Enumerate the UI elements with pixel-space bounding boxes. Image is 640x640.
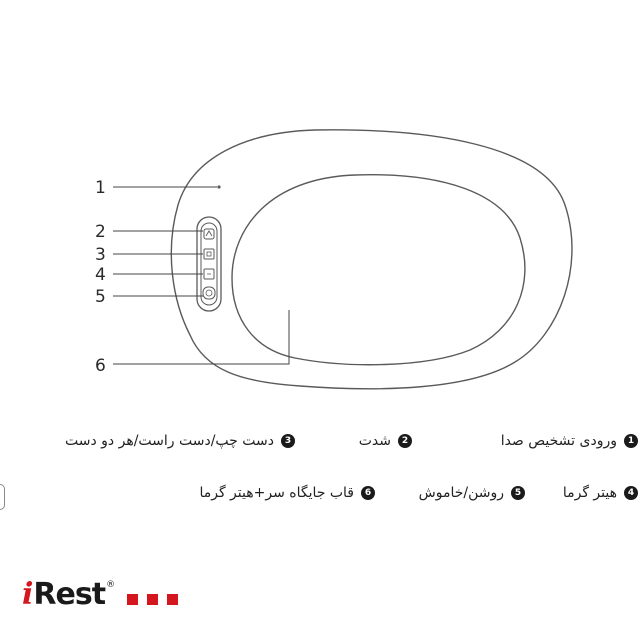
legend-item-hand-mode: 3 دست چپ/دست راست/هر دو دست [65, 433, 295, 449]
legend-item-head-frame: 6 قاب جایگاه سر+هیتر گرما [199, 485, 375, 501]
hand-mode-button[interactable] [203, 248, 215, 260]
legend-badge: 4 [624, 486, 638, 500]
legend-item-power: 5 روشن/خاموش [419, 485, 525, 501]
legend-label: قاب جایگاه سر+هیتر گرما [199, 485, 354, 501]
intensity-button[interactable] [203, 228, 215, 240]
voice-input-mic-icon [217, 185, 221, 189]
pillow-outer-shell [170, 129, 573, 390]
leader-lines [113, 186, 290, 365]
legend-label: دست چپ/دست راست/هر دو دست [64, 433, 274, 449]
callout-5: 5 [95, 287, 106, 307]
control-panel-inner [200, 222, 218, 306]
legend-item-heater: 4 هیتر گرما [563, 485, 638, 501]
logo-square-2 [147, 594, 159, 605]
legend-badge: 6 [361, 486, 375, 500]
heater-button[interactable] [203, 268, 215, 280]
page-edge-mark [0, 484, 5, 510]
logo-prefix: i [22, 577, 34, 612]
power-button[interactable] [202, 286, 216, 300]
callout-6: 6 [95, 356, 106, 376]
logo-registered-mark: ® [106, 580, 116, 590]
legend-label: شدت [358, 433, 391, 449]
logo-name: Rest [33, 577, 106, 612]
legend-badge: 5 [511, 486, 525, 500]
head-rest-frame [231, 174, 526, 366]
legend-badge: 2 [398, 434, 412, 448]
legend-badge: 3 [281, 434, 295, 448]
legend-row-2: 4 هیتر گرما 5 روشن/خاموش 6 قاب جایگاه سر… [0, 485, 640, 511]
legend-label: ورودی تشخیص صدا [500, 433, 617, 449]
logo-square-3 [167, 594, 179, 605]
legend-label: روشن/خاموش [418, 485, 504, 501]
logo-square-1 [127, 594, 139, 605]
callout-1: 1 [95, 178, 106, 198]
legend-label: هیتر گرما [562, 485, 617, 501]
callout-4: 4 [95, 265, 106, 285]
legend-item-voice-input: 1 ورودی تشخیص صدا [501, 433, 638, 449]
callout-3: 3 [95, 245, 106, 265]
legend-item-intensity: 2 شدت [359, 433, 412, 449]
callout-2: 2 [95, 222, 106, 242]
irest-logo: i Rest ® [22, 577, 179, 612]
legend-row-1: 1 ورودی تشخیص صدا 2 شدت 3 دست چپ/دست راس… [0, 433, 640, 459]
device-diagram: 1 2 3 4 5 6 [95, 129, 573, 390]
legend-badge: 1 [624, 434, 638, 448]
control-panel [196, 216, 222, 312]
